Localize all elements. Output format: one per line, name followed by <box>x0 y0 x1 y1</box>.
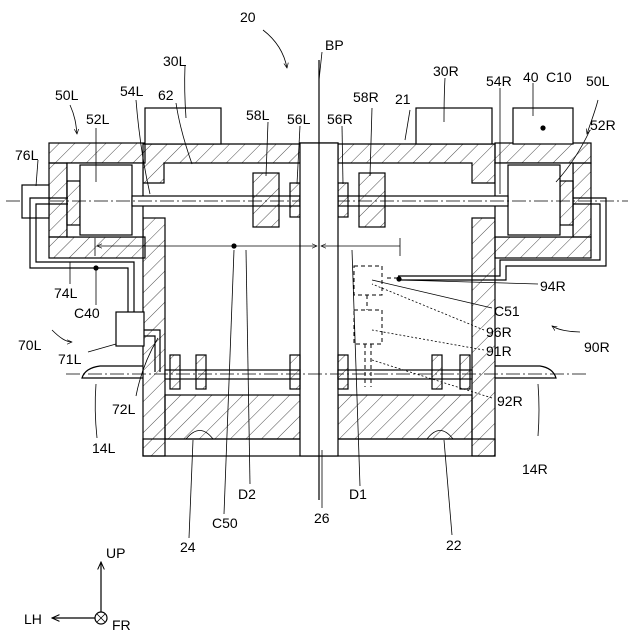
label-58r: 58R <box>353 89 379 105</box>
right-housing-side <box>573 163 591 237</box>
lower-bearing-4 <box>338 355 348 389</box>
axle-14r <box>495 366 556 378</box>
lower-bearing-5 <box>432 355 442 389</box>
label-fig-number: 20 <box>240 9 256 25</box>
label-bp: BP <box>325 37 344 53</box>
label-76l: 76L <box>15 147 39 163</box>
label-c50: C50 <box>212 515 238 531</box>
label-fr: FR <box>112 617 131 633</box>
lower-bearing-2 <box>196 355 206 389</box>
label-56r: 56R <box>327 111 353 127</box>
unit-30r <box>416 108 492 144</box>
label-c51: C51 <box>494 303 520 319</box>
housing-floor-left <box>165 395 300 439</box>
label-40: 40 <box>523 69 539 85</box>
label-22: 22 <box>446 537 462 553</box>
c40-point <box>93 265 98 270</box>
c10-point <box>540 125 545 130</box>
label-50l-right: 50L <box>586 73 610 89</box>
label-58l: 58L <box>246 107 270 123</box>
right-housing-bottom <box>495 237 591 258</box>
label-62: 62 <box>158 87 174 103</box>
label-50l-left: 50L <box>55 87 79 103</box>
pump-71l <box>116 312 144 346</box>
lower-shaft-right <box>338 370 472 379</box>
bearing-56l <box>290 183 300 217</box>
label-70l: 70L <box>18 337 42 353</box>
label-92r: 92R <box>497 393 523 409</box>
valve-91r <box>354 310 382 344</box>
rotor-52r <box>508 165 560 235</box>
label-94r: 94R <box>540 278 566 294</box>
lower-bearing-6 <box>460 355 470 389</box>
axle-14l <box>82 366 143 378</box>
label-up: UP <box>106 545 125 561</box>
label-24: 24 <box>180 539 196 555</box>
label-52l: 52L <box>86 111 110 127</box>
label-71l: 71L <box>58 351 82 367</box>
housing-left-wall <box>143 218 165 456</box>
orientation-indicator: UP LH FR <box>24 545 131 633</box>
right-bearing-block <box>560 181 573 225</box>
left-bearing-block <box>67 181 80 225</box>
lower-shaft-left <box>165 370 300 379</box>
label-d2: D2 <box>238 486 256 502</box>
label-72l: 72L <box>112 401 136 417</box>
label-90r: 90R <box>584 339 610 355</box>
label-54l: 54L <box>120 83 144 99</box>
label-14r: 14R <box>522 461 548 477</box>
rotor-52l <box>80 165 132 235</box>
label-74l: 74L <box>54 285 78 301</box>
left-housing-side <box>49 163 67 237</box>
lower-bearing-3 <box>290 355 300 389</box>
right-housing-top <box>495 143 591 163</box>
left-housing-top <box>49 143 145 163</box>
label-lh: LH <box>24 611 42 627</box>
label-c40: C40 <box>74 305 100 321</box>
label-21: 21 <box>395 91 411 107</box>
label-52r: 52R <box>590 117 616 133</box>
label-96r: 96R <box>486 324 512 340</box>
label-91r: 91R <box>486 343 512 359</box>
label-14l: 14L <box>92 440 116 456</box>
label-c10: C10 <box>546 69 572 85</box>
left-housing-bottom <box>49 237 145 258</box>
gear-58l <box>253 173 279 227</box>
label-26: 26 <box>314 510 330 526</box>
label-56l: 56L <box>287 111 311 127</box>
label-30l: 30L <box>163 53 187 69</box>
lower-bearing-1 <box>170 355 180 389</box>
label-d1: D1 <box>349 486 367 502</box>
label-30r: 30R <box>433 63 459 79</box>
label-54r: 54R <box>486 73 512 89</box>
c50-point <box>231 243 236 248</box>
unit-30l <box>145 108 221 144</box>
bearing-56r <box>338 183 348 217</box>
c51-point <box>396 276 401 281</box>
gear-58r <box>359 173 385 227</box>
valve-96r <box>354 266 382 295</box>
